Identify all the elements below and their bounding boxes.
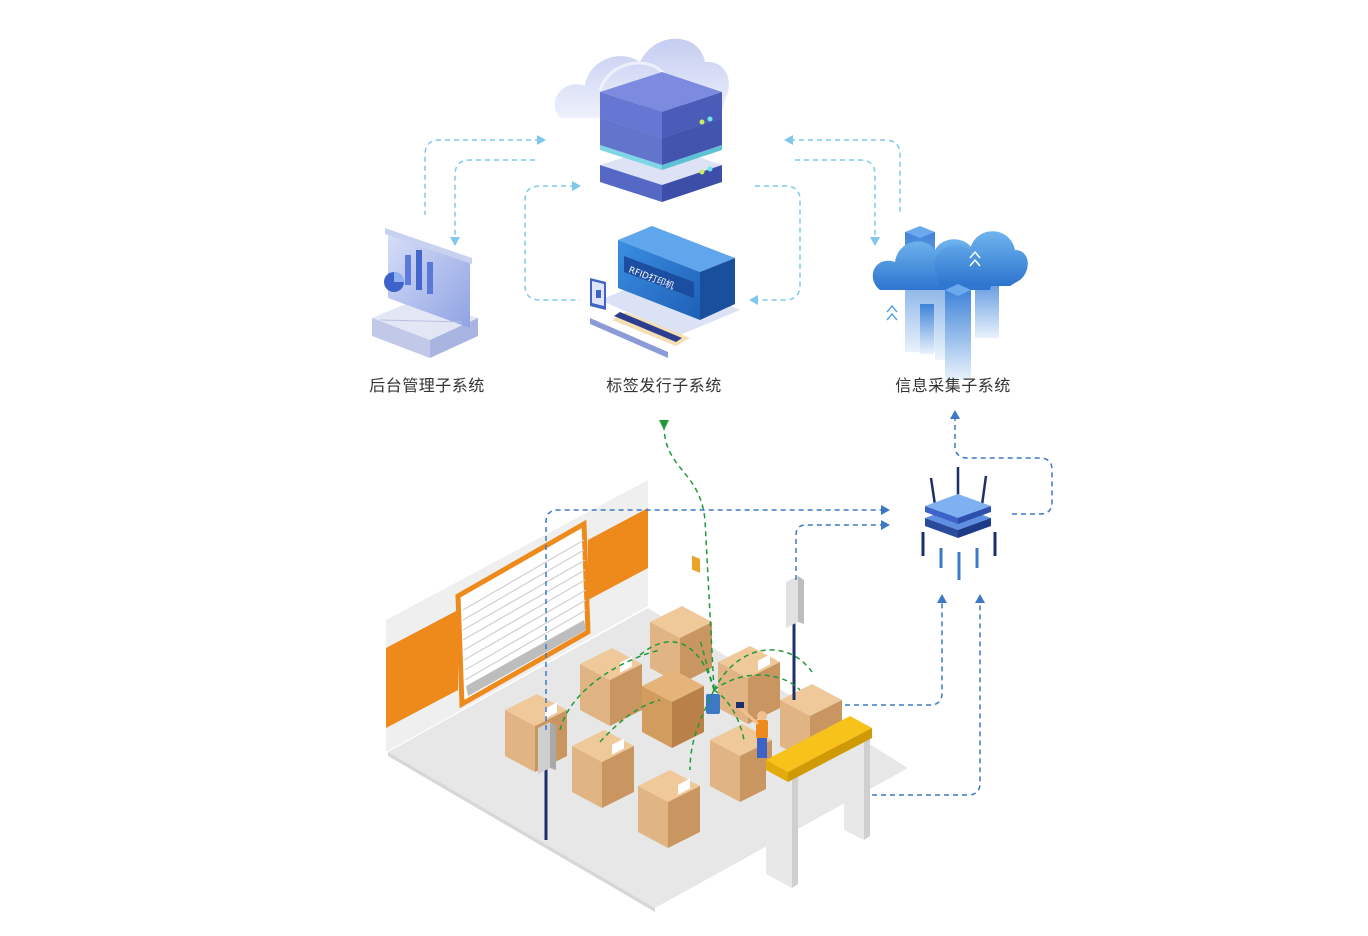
box (572, 730, 634, 808)
antenna-icon (538, 722, 556, 840)
box (580, 648, 642, 726)
server-info-link-bottom (795, 159, 876, 240)
box (642, 670, 704, 748)
city-cloud-icon (872, 226, 1028, 380)
antenna-right-to-router (795, 524, 882, 580)
rolling-door (455, 519, 591, 709)
backend-to-server-link (454, 159, 535, 240)
box (505, 694, 567, 772)
cargo-boxes (505, 606, 842, 848)
rfid-gate-icon (766, 716, 872, 888)
info-collection-subsystem-label: 信息采集子系统 (895, 376, 1011, 395)
antenna-icon (786, 576, 804, 700)
server-printer-link-right (755, 185, 801, 301)
server-info-link-top (790, 139, 901, 215)
router-connections (545, 418, 1053, 796)
cloud-server-icon (554, 38, 729, 202)
top-connections (424, 139, 901, 301)
rf-signal-lines (559, 424, 813, 771)
tag-issuing-subsystem-label: 标签发行子系统 (606, 376, 722, 395)
router-arrowheads (881, 410, 985, 603)
box (638, 770, 700, 848)
box (718, 646, 780, 724)
router-to-info-system (954, 418, 1053, 515)
laptop-icon (372, 228, 478, 358)
box (650, 606, 712, 684)
server-icon (600, 72, 722, 202)
gate-to-router-left (845, 602, 943, 706)
rf-arrowhead (659, 420, 669, 430)
handheld-reader-icon (706, 694, 720, 714)
worker-icon (736, 702, 768, 758)
router-icon (921, 467, 997, 580)
server-printer-link-left (524, 185, 580, 301)
warehouse-scene (386, 480, 908, 912)
server-to-backend-link (424, 139, 540, 215)
antenna-left-to-router (545, 509, 882, 730)
printer-icon: RFID打印机 (590, 226, 740, 573)
backend-subsystem-label: 后台管理子系统 (369, 376, 485, 395)
top-arrowheads (450, 135, 880, 305)
